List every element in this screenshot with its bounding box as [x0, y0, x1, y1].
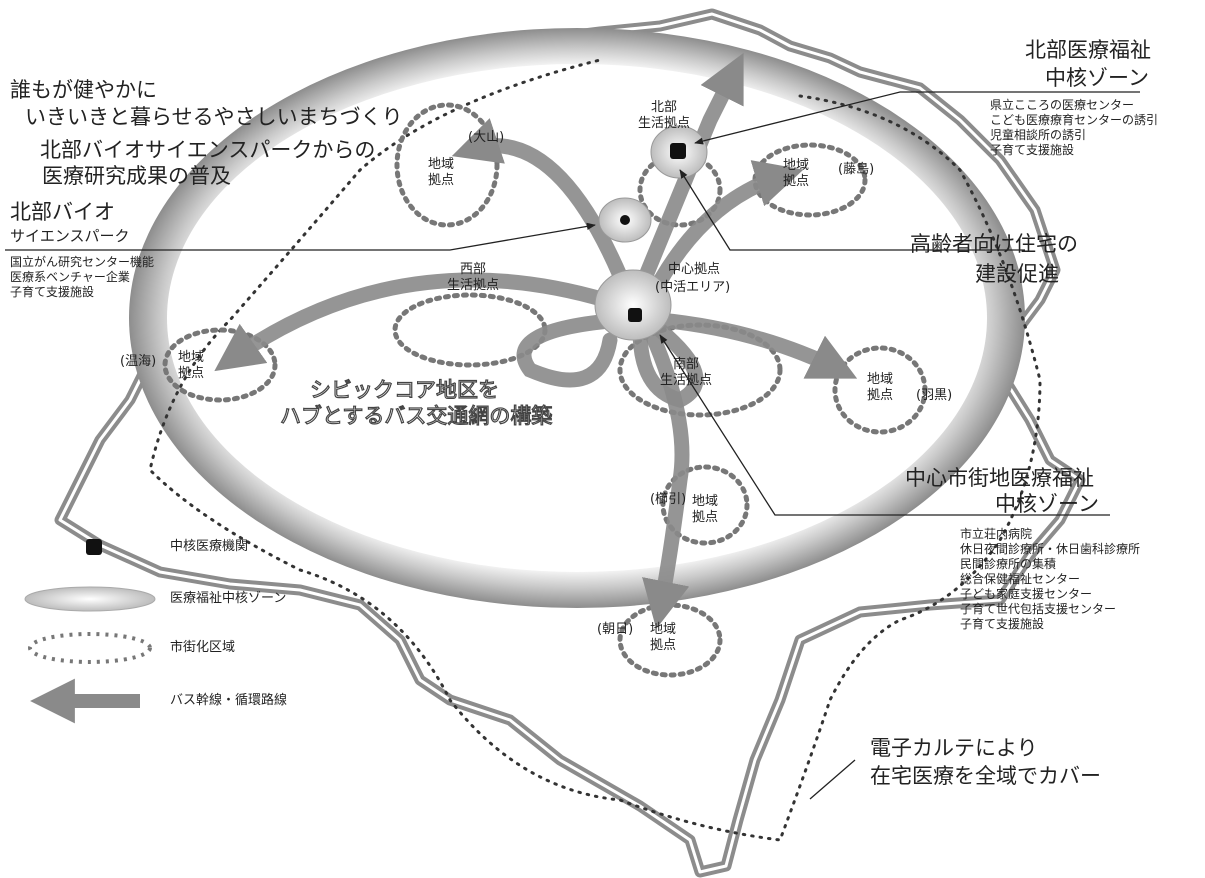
place-oyama: (大山) [468, 130, 505, 145]
center-area-label: (中活エリア) [655, 280, 731, 295]
slogan-line2: いきいきと暮らせるやさしいまちづくり [25, 105, 403, 129]
core-hospital-center [628, 308, 642, 322]
elderly-housing-line1: 高齢者向け住宅の [910, 232, 1078, 256]
place-asahi: (朝日) [597, 622, 634, 637]
ekarte-line2: 在宅医療を全域でカバー [870, 764, 1101, 788]
local-base-asahi: 地域 拠点 [650, 622, 677, 653]
legend-welfare-zone: 医療福祉中核ゾーン [170, 591, 287, 606]
local-base-fujishima: 地域 拠点 [783, 158, 810, 189]
civic-core-line2: ハブとするバス交通網の構築 [279, 403, 553, 428]
elderly-housing-line2: 建設促進 [975, 262, 1059, 286]
north-hub-label: 北部 生活拠点 [638, 100, 691, 131]
local-base-yunohama: 地域 拠点 [178, 350, 205, 381]
place-yunohama: (温海) [120, 354, 157, 369]
center-zone-items: 市立荘内病院休日夜間診療所・休日歯科診療所民間診療所の集積総合保健福祉センター子… [960, 527, 1141, 631]
legend-urban-area: 市街化区域 [170, 640, 236, 655]
north-zone-items: 県立こころの医療センターこども医療療育センターの誘引児童相談所の誘引子育て支援施… [990, 98, 1159, 157]
north-zone-title1: 北部医療福祉 [1025, 38, 1151, 62]
core-hospital-north [670, 143, 686, 159]
local-base-kushibiki: 地域 拠点 [692, 494, 719, 525]
slogan-line3: 北部バイオサイエンスパークからの [40, 138, 376, 162]
north-zone-title2: 中核ゾーン [1045, 66, 1149, 90]
civic-core-line1: シビックコア地区を [309, 377, 499, 402]
south-hub-label: 南部 生活拠点 [660, 357, 713, 388]
slogan-line4: 医療研究成果の普及 [42, 164, 231, 188]
center-zone-title1: 中心市街地医療福祉 [905, 466, 1094, 490]
home-care-dotted-line [148, 58, 1042, 842]
leader-lines [5, 91, 1140, 800]
bio-park-items: 国立がん研究センター機能医療系ベンチャー企業子育て支援施設 [10, 255, 155, 299]
west-hub-label: 西部 生活拠点 [447, 262, 500, 293]
legend-core-hospital: 中核医療機関 [170, 539, 249, 554]
ekarte-line1: 電子カルテにより [870, 736, 1038, 760]
slogan-line1: 誰もが健やかに [10, 78, 157, 102]
bus-routes [214, 52, 858, 629]
legend-bus-route: バス幹線・循環路線 [170, 693, 288, 708]
bio-park-title2: サイエンスパーク [10, 227, 130, 245]
center-hub-label: 中心拠点 [668, 262, 721, 277]
place-fujishima: (藤島) [838, 162, 875, 177]
place-haguro: (羽黒) [916, 388, 953, 403]
place-kushibiki: (櫛引) [650, 492, 687, 507]
local-base-haguro: 地域 拠点 [867, 372, 894, 403]
bio-park-title1: 北部バイオ [10, 200, 115, 224]
local-base-oyama: 地域 拠点 [428, 157, 455, 188]
center-zone-title2: 中核ゾーン [995, 492, 1099, 516]
